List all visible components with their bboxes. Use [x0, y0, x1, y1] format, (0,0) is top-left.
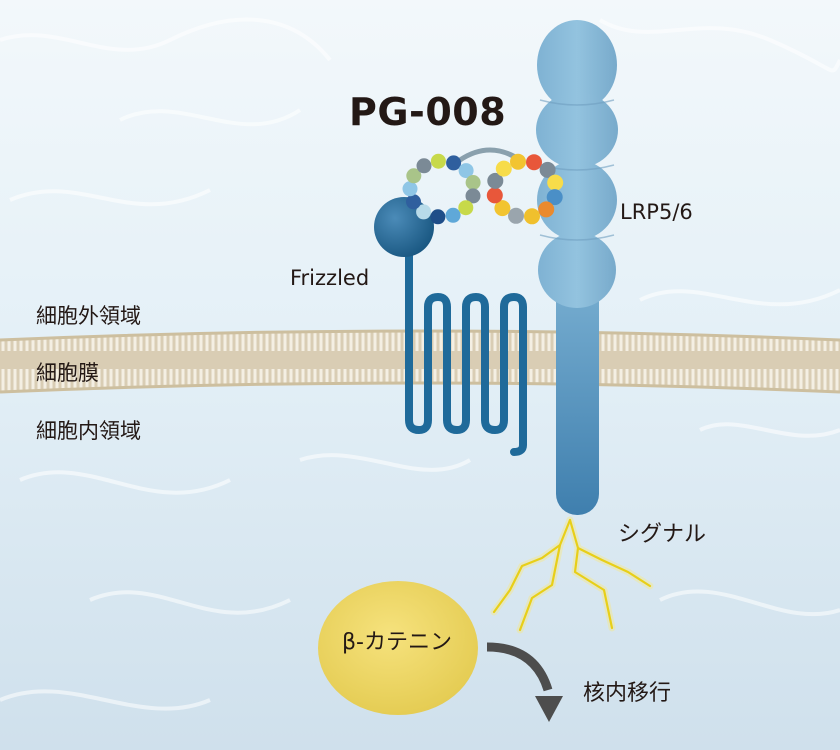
- frizzled-label: Frizzled: [290, 266, 370, 290]
- molecule-bead: [458, 200, 474, 216]
- lrp-label: LRP5/6: [620, 200, 693, 224]
- molecule-bead: [406, 194, 421, 210]
- molecule-bead: [458, 163, 474, 179]
- molecule-bead: [446, 155, 462, 171]
- molecule-title: PG-008: [349, 90, 507, 134]
- molecule-bead: [495, 160, 512, 177]
- nuclear-translocation-label: 核内移行: [583, 681, 672, 706]
- molecule-bead: [430, 153, 446, 169]
- molecule-bead: [526, 154, 542, 171]
- molecule-bead: [416, 158, 432, 174]
- molecule-bead: [510, 153, 526, 170]
- molecule-bead: [524, 208, 540, 225]
- beta-catenin-label: β-カテニン: [342, 630, 452, 655]
- water-caustics: [0, 17, 840, 711]
- molecule-bead: [487, 172, 504, 189]
- molecule-bead: [416, 204, 432, 220]
- molecule-bead: [486, 187, 503, 204]
- molecule-bead: [539, 161, 556, 178]
- molecule-bead: [406, 168, 422, 184]
- beta-catenin-protein: [318, 581, 478, 715]
- molecule-bead: [508, 207, 524, 224]
- molecule-bead: [547, 174, 564, 191]
- cell-membrane: [0, 329, 840, 394]
- signal-label: シグナル: [618, 522, 707, 547]
- membrane-label: 細胞膜: [36, 361, 99, 385]
- intracellular-label: 細胞内領域: [36, 419, 141, 443]
- molecule-bead: [465, 175, 481, 190]
- molecule-bead: [494, 200, 511, 217]
- molecule-bead: [445, 207, 461, 223]
- molecule-bead: [465, 188, 481, 204]
- extracellular-label: 細胞外領域: [36, 304, 141, 328]
- molecule-bead: [402, 181, 418, 197]
- nuclear-translocation-arrow: [486, 642, 563, 722]
- molecule-bead: [538, 201, 555, 218]
- signal-lightning: [490, 516, 654, 634]
- molecule-bead: [430, 209, 446, 225]
- pg-008-molecule: [402, 147, 564, 225]
- molecule-bead: [546, 189, 563, 206]
